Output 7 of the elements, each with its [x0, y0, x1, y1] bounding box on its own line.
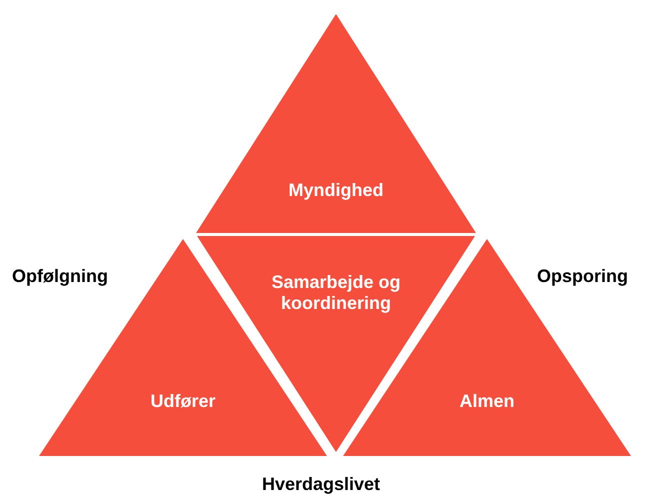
segment-label: Myndighed: [288, 180, 384, 201]
side-label: Opsporing: [537, 266, 628, 287]
side-label: Opfølgning: [12, 266, 108, 287]
segment-label: Samarbejde og koordinering: [271, 272, 401, 314]
segment-label: Almen: [459, 391, 514, 412]
segment-label: Udfører: [150, 391, 216, 412]
side-label: Hverdagslivet: [262, 474, 380, 495]
